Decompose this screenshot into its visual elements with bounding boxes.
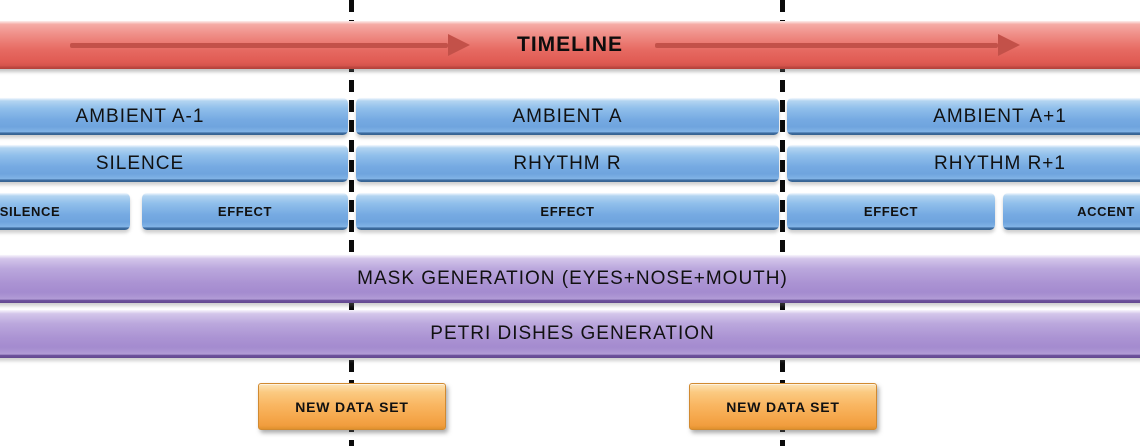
bar-ambient-a-label: AMBIENT A	[512, 105, 623, 127]
bar-mask-generation: MASK GENERATION (EYES+NOSE+MOUTH)	[0, 255, 1140, 303]
timeline-arrow-right-icon	[655, 34, 1020, 56]
bar-accent-label: ACCENT	[1077, 204, 1135, 219]
bar-effect-right-label: EFFECT	[863, 204, 919, 219]
bar-effect-right: EFFECT	[787, 193, 995, 230]
marker-new-data-set-1: NEW DATA SET	[258, 383, 446, 430]
bar-ambient-a-plus-1-label: AMBIENT A+1	[933, 105, 1067, 127]
bar-ambient-a-minus-1: AMBIENT A-1	[0, 98, 348, 135]
arrow-shaft	[70, 42, 448, 48]
marker-new-data-set-1-label: NEW DATA SET	[295, 398, 409, 415]
bar-ambient-a-plus-1: AMBIENT A+1	[787, 98, 1140, 135]
bar-effect-middle-label: EFFECT	[540, 204, 595, 219]
bar-accent: ACCENT	[1003, 193, 1140, 230]
bar-petri-dishes-generation: PETRI DISHES GENERATION	[0, 310, 1140, 358]
bar-effect-left-label: EFFECT	[217, 204, 273, 219]
arrow-head	[448, 34, 470, 56]
timeline-arrow-left-icon	[70, 34, 470, 56]
bar-ambient-a: AMBIENT A	[356, 98, 779, 135]
bar-rhythm-r: RHYTHM R	[356, 145, 779, 182]
arrow-head	[998, 34, 1020, 56]
bar-petri-dishes-generation-label: PETRI DISHES GENERATION	[430, 323, 715, 344]
bar-effect-middle: EFFECT	[356, 193, 779, 230]
section-divider-left	[349, 0, 354, 446]
arrow-shaft	[655, 42, 998, 48]
bar-silence-rhythm-row-label: SILENCE	[95, 152, 185, 174]
bar-ambient-a-minus-1-label: AMBIENT A-1	[75, 105, 205, 127]
bar-rhythm-r-plus-1-label: RHYTHM R+1	[934, 152, 1066, 174]
section-divider-right	[780, 0, 785, 446]
bar-effect-silence: SILENCE	[0, 193, 130, 230]
bar-effect-left: EFFECT	[142, 193, 348, 230]
marker-new-data-set-2-label: NEW DATA SET	[726, 398, 840, 415]
marker-new-data-set-2: NEW DATA SET	[689, 383, 877, 430]
bar-mask-generation-label: MASK GENERATION (EYES+NOSE+MOUTH)	[357, 268, 788, 289]
bar-rhythm-r-label: RHYTHM R	[513, 152, 622, 174]
bar-rhythm-r-plus-1: RHYTHM R+1	[787, 145, 1140, 182]
bar-effect-silence-label: SILENCE	[0, 204, 61, 219]
bar-silence-rhythm-row: SILENCE	[0, 145, 348, 182]
